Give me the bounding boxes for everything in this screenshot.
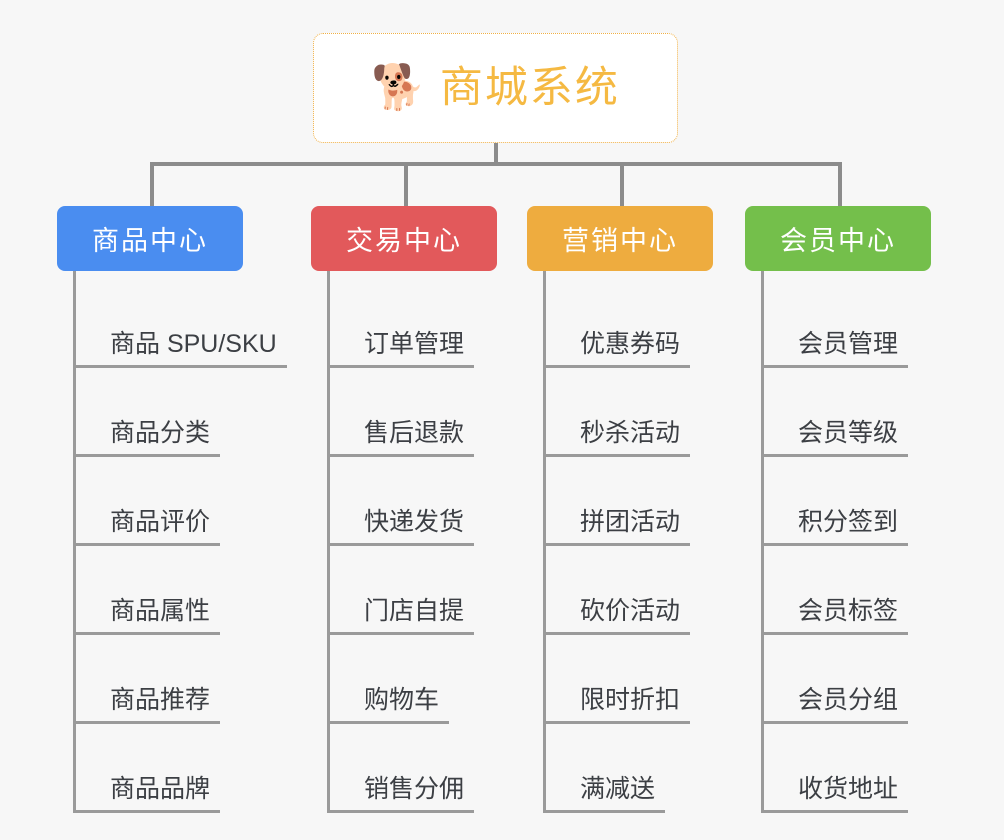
category-header-product[interactable]: 商品中心 bbox=[57, 206, 243, 271]
leaf-label: 满减送 bbox=[546, 776, 666, 813]
connector-horizontal-bus bbox=[150, 162, 842, 166]
leaf-list-marketing: 优惠券码 秒杀活动 拼团活动 砍价活动 限时折扣 满减送 bbox=[543, 271, 767, 813]
leaf-label: 砍价活动 bbox=[546, 598, 691, 635]
category-header-member[interactable]: 会员中心 bbox=[745, 206, 931, 271]
leaf-label: 商品评价 bbox=[76, 509, 221, 546]
list-item[interactable]: 门店自提 bbox=[330, 546, 551, 635]
list-item[interactable]: 售后退款 bbox=[330, 368, 551, 457]
leaf-label: 购物车 bbox=[330, 687, 450, 724]
leaf-label: 商品分类 bbox=[76, 420, 221, 457]
leaf-label: 收货地址 bbox=[764, 776, 909, 813]
leaf-label: 快递发货 bbox=[330, 509, 475, 546]
leaf-label: 销售分佣 bbox=[330, 776, 475, 813]
leaf-label: 优惠券码 bbox=[546, 331, 691, 368]
list-item[interactable]: 快递发货 bbox=[330, 457, 551, 546]
list-item[interactable]: 拼团活动 bbox=[546, 457, 767, 546]
list-item[interactable]: 限时折扣 bbox=[546, 635, 767, 724]
leaf-label: 会员分组 bbox=[764, 687, 909, 724]
leaf-label: 商品品牌 bbox=[76, 776, 221, 813]
leaf-label: 拼团活动 bbox=[546, 509, 691, 546]
connector-drop-营销中心 bbox=[620, 162, 624, 206]
list-item[interactable]: 销售分佣 bbox=[330, 724, 551, 813]
list-item[interactable]: 会员管理 bbox=[764, 279, 985, 368]
list-item[interactable]: 商品品牌 bbox=[76, 724, 317, 813]
list-item[interactable]: 商品评价 bbox=[76, 457, 317, 546]
category-title: 营销中心 bbox=[562, 226, 678, 256]
leaf-list-trade: 订单管理 售后退款 快递发货 门店自提 购物车 销售分佣 bbox=[327, 271, 551, 813]
list-item[interactable]: 商品推荐 bbox=[76, 635, 317, 724]
connector-drop-交易中心 bbox=[404, 162, 408, 206]
leaf-label: 商品 SPU/SKU bbox=[76, 331, 287, 368]
category-header-marketing[interactable]: 营销中心 bbox=[527, 206, 713, 271]
list-item[interactable]: 会员标签 bbox=[764, 546, 985, 635]
list-item[interactable]: 积分签到 bbox=[764, 457, 985, 546]
connector-root-stem bbox=[494, 143, 498, 164]
leaf-label: 商品推荐 bbox=[76, 687, 221, 724]
leaf-label: 商品属性 bbox=[76, 598, 221, 635]
list-item[interactable]: 收货地址 bbox=[764, 724, 985, 813]
connector-drop-会员中心 bbox=[838, 162, 842, 206]
column-member-center: 会员中心 会员管理 会员等级 积分签到 会员标签 会员分组 收货地址 bbox=[745, 206, 985, 813]
category-title: 商品中心 bbox=[92, 226, 208, 256]
leaf-label: 积分签到 bbox=[764, 509, 909, 546]
list-item[interactable]: 满减送 bbox=[546, 724, 767, 813]
leaf-label: 订单管理 bbox=[330, 331, 475, 368]
list-item[interactable]: 秒杀活动 bbox=[546, 368, 767, 457]
column-marketing-center: 营销中心 优惠券码 秒杀活动 拼团活动 砍价活动 限时折扣 满减送 bbox=[527, 206, 767, 813]
leaf-label: 会员标签 bbox=[764, 598, 909, 635]
column-product-center: 商品中心 商品 SPU/SKU 商品分类 商品评价 商品属性 商品推荐 商品品牌 bbox=[57, 206, 317, 813]
leaf-label: 售后退款 bbox=[330, 420, 475, 457]
leaf-label: 限时折扣 bbox=[546, 687, 691, 724]
list-item[interactable]: 商品 SPU/SKU bbox=[76, 279, 317, 368]
category-header-trade[interactable]: 交易中心 bbox=[311, 206, 497, 271]
leaf-label: 门店自提 bbox=[330, 598, 475, 635]
root-title: 商城系统 bbox=[439, 63, 620, 112]
list-item[interactable]: 商品属性 bbox=[76, 546, 317, 635]
leaf-list-product: 商品 SPU/SKU 商品分类 商品评价 商品属性 商品推荐 商品品牌 bbox=[73, 271, 317, 813]
list-item[interactable]: 会员等级 bbox=[764, 368, 985, 457]
list-item[interactable]: 优惠券码 bbox=[546, 279, 767, 368]
leaf-label: 会员等级 bbox=[764, 420, 909, 457]
leaf-list-member: 会员管理 会员等级 积分签到 会员标签 会员分组 收货地址 bbox=[761, 271, 985, 813]
category-title: 会员中心 bbox=[780, 226, 896, 256]
shiba-dog-emoji-icon: 🐕 bbox=[371, 63, 426, 112]
list-item[interactable]: 会员分组 bbox=[764, 635, 985, 724]
list-item[interactable]: 订单管理 bbox=[330, 279, 551, 368]
list-item[interactable]: 商品分类 bbox=[76, 368, 317, 457]
list-item[interactable]: 砍价活动 bbox=[546, 546, 767, 635]
leaf-label: 秒杀活动 bbox=[546, 420, 691, 457]
leaf-label: 会员管理 bbox=[764, 331, 909, 368]
column-trade-center: 交易中心 订单管理 售后退款 快递发货 门店自提 购物车 销售分佣 bbox=[311, 206, 551, 813]
root-node[interactable]: 🐕 商城系统 bbox=[313, 33, 678, 143]
connector-drop-商品中心 bbox=[150, 162, 154, 206]
category-title: 交易中心 bbox=[346, 226, 462, 256]
list-item[interactable]: 购物车 bbox=[330, 635, 551, 724]
